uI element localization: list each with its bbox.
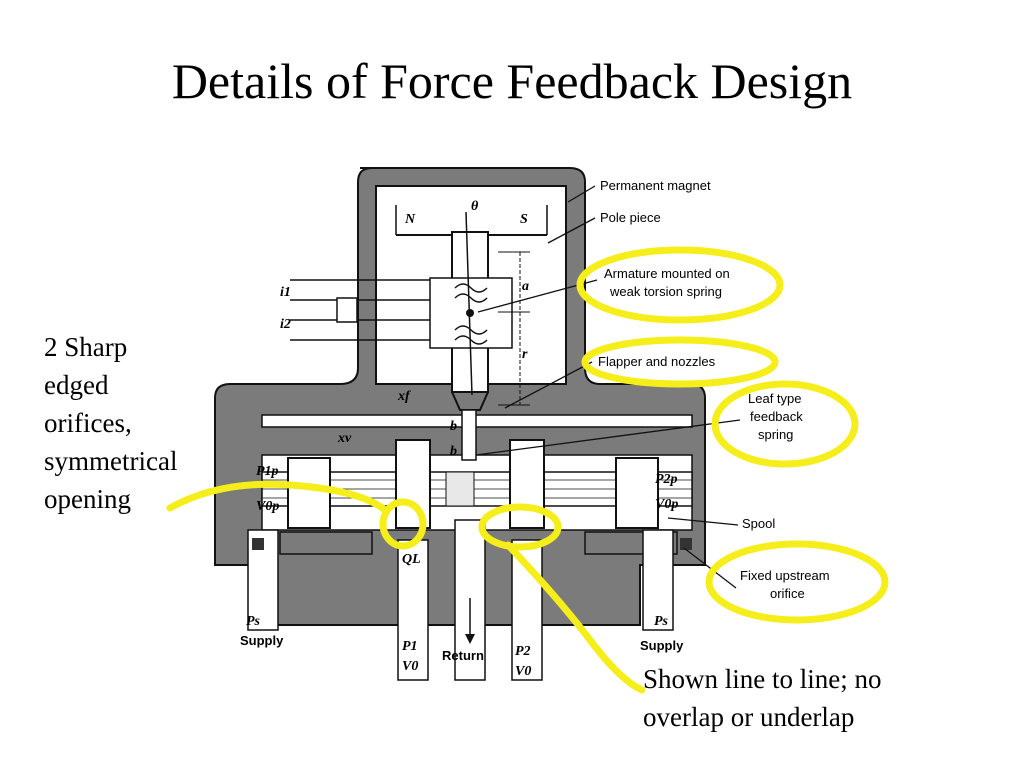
label-north: N xyxy=(404,212,416,227)
callout-leaf-spring-line2: feedback xyxy=(750,409,803,424)
left-note-line: edged xyxy=(44,370,109,400)
callout-pole-piece: Pole piece xyxy=(600,210,661,225)
highlight-bottom-arrow-line xyxy=(504,541,646,694)
callout-flapper: Flapper and nozzles xyxy=(598,354,716,369)
label-v0p-right: V0p xyxy=(655,497,678,512)
bottom-note: Shown line to line; no overlap or underl… xyxy=(643,660,882,736)
label-v0-left: V0 xyxy=(402,659,418,674)
callout-spool: Spool xyxy=(742,516,775,531)
highlight-annotations xyxy=(166,246,889,694)
highlight-leaf-spring-circle xyxy=(711,380,859,468)
left-note-line: orifices, xyxy=(44,408,132,438)
label-v0p-left: V0p xyxy=(256,499,279,514)
label-ps-left: Ps xyxy=(246,614,261,629)
slide-title: Details of Force Feedback Design xyxy=(171,53,853,109)
label-supply-right: Supply xyxy=(640,638,684,653)
callout-fixed-orifice-line2: orifice xyxy=(770,586,805,601)
label-supply-left: Supply xyxy=(240,633,284,648)
label-i2: i2 xyxy=(280,317,291,332)
label-xf: xf xyxy=(397,389,411,404)
highlight-fixed-orifice-circle xyxy=(705,540,889,624)
label-b2: b xyxy=(450,444,457,459)
dimension-lines xyxy=(498,251,530,406)
highlight-left-orifice-circle xyxy=(379,498,427,550)
callout-leaders xyxy=(475,185,741,589)
label-a: a xyxy=(522,279,529,294)
callout-leaf-spring-line3: spring xyxy=(758,427,793,442)
label-p1p: P1p xyxy=(256,464,279,479)
label-p2: P2 xyxy=(515,644,531,659)
label-i1: i1 xyxy=(280,285,291,300)
left-note: 2 Sharp edged orifices, symmetrical open… xyxy=(44,328,177,518)
callout-fixed-orifice-line1: Fixed upstream xyxy=(740,568,830,583)
label-theta: θ xyxy=(471,199,479,214)
label-south: S xyxy=(520,212,528,227)
label-xv: xv xyxy=(337,431,352,446)
left-note-line: symmetrical xyxy=(44,446,178,476)
label-return: Return xyxy=(442,648,484,663)
label-b1: b xyxy=(450,419,457,434)
left-note-line: opening xyxy=(44,484,131,514)
callout-leaf-spring-line1: Leaf type xyxy=(748,391,802,406)
label-ps-right: Ps xyxy=(654,614,669,629)
left-note-line: 2 Sharp xyxy=(44,332,128,362)
return-arrow xyxy=(465,598,475,644)
callout-armature-line1: Armature mounted on xyxy=(604,266,730,281)
highlight-left-arrow-line xyxy=(166,480,389,514)
callout-armature-line2: weak torsion spring xyxy=(609,284,722,299)
label-p2p: P2p xyxy=(655,472,678,487)
highlight-right-orifice-circle xyxy=(478,503,562,551)
bottom-note-line: overlap or underlap xyxy=(643,702,855,732)
label-v0-right: V0 xyxy=(515,664,531,679)
armature-flapper xyxy=(290,211,513,461)
label-r: r xyxy=(522,347,528,362)
highlight-armature-circle xyxy=(576,246,784,324)
label-ql: QL xyxy=(402,552,421,567)
highlight-flapper-circle xyxy=(581,336,779,388)
callout-permanent-magnet: Permanent magnet xyxy=(600,178,711,193)
label-p1: P1 xyxy=(402,639,418,654)
bottom-note-line: Shown line to line; no xyxy=(643,664,882,694)
